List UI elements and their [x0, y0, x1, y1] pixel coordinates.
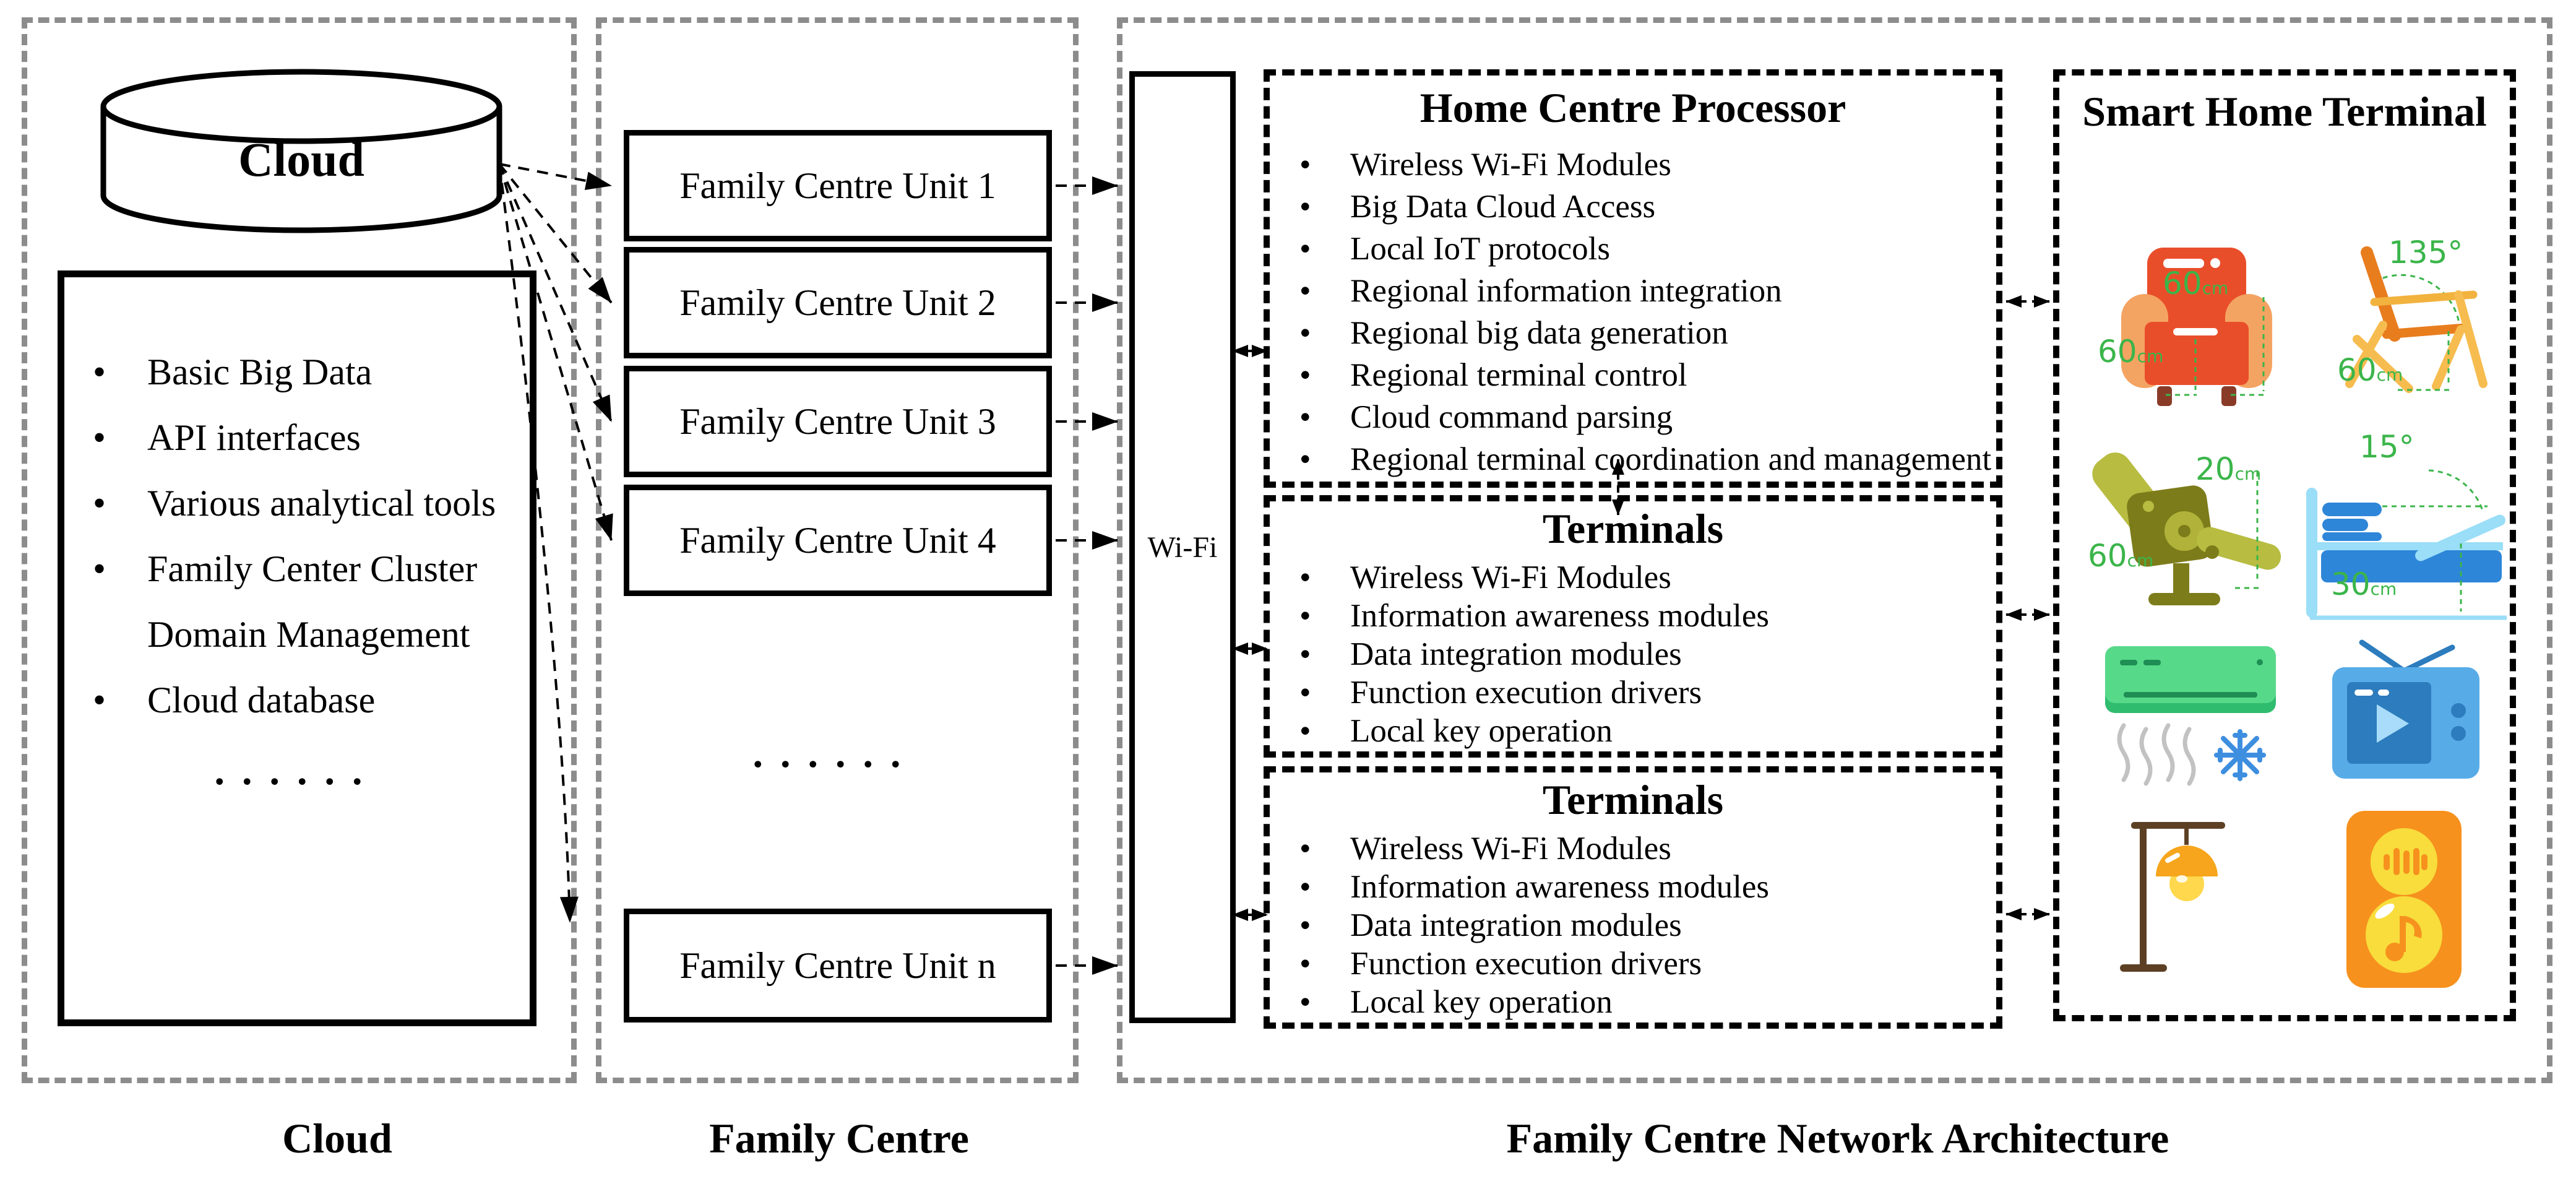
floor-lamp-icon: [2104, 805, 2277, 1003]
list-item: Data integration modules: [1299, 635, 1996, 673]
list-item: Data integration modules: [1299, 906, 1996, 945]
list-item: Cloud command parsing: [1299, 396, 1996, 438]
box-title: Terminals: [1542, 505, 1724, 552]
measurement-label: 15°: [2359, 429, 2414, 465]
list-item: Regional big data generation: [1299, 312, 1996, 354]
smart-home-terminal-box: Smart Home Terminal 60cm 60cm: [2053, 69, 2516, 1021]
unit-label: Family Centre Unit n: [679, 945, 996, 986]
list-item: Information awareness modules: [1299, 868, 1996, 906]
cloud-feature-list: Basic Big Data API interfaces Various an…: [64, 277, 530, 733]
air-conditioner-icon: [2091, 638, 2290, 792]
list-item: Local IoT protocols: [1299, 228, 1996, 270]
unit-label: Family Centre Unit 1: [679, 165, 996, 206]
air-conditioner-graphic: [2105, 646, 2276, 786]
unit-label: Family Centre Unit 2: [679, 282, 996, 323]
unit-label: Family Centre Unit 4: [679, 519, 996, 561]
list-item-continuation: Domain Management: [147, 614, 470, 655]
list-item: Basic Big Data: [93, 339, 530, 405]
box-title: Home Centre Processor: [1419, 84, 1846, 131]
box-title: Smart Home Terminal: [2082, 88, 2487, 135]
home-centre-processor-box: Home Centre Processor Wireless Wi-Fi Mod…: [1264, 69, 2002, 488]
measurement-label: 60cm: [2088, 538, 2154, 574]
armchair-graphic: [2121, 248, 2272, 406]
measurement-label: 60cm: [2337, 352, 2403, 388]
list-item: Function execution drivers: [1299, 673, 1996, 712]
terminals-box-1: Terminals Wireless Wi-Fi Modules Informa…: [1264, 495, 2002, 758]
list-item: Regional information integration: [1299, 270, 1996, 312]
music-speaker-icon: [2320, 805, 2488, 997]
list-item: Family Center Cluster: [93, 536, 530, 602]
list-item: Various analytical tools: [93, 470, 530, 536]
list-item: Cloud database: [93, 667, 530, 733]
ellipsis: ......: [214, 748, 380, 793]
television-icon: [2305, 631, 2503, 798]
list-item: Information awareness modules: [1299, 597, 1996, 635]
recliner-graphic: [2092, 452, 2281, 605]
television-graphic: [2332, 639, 2479, 779]
armchair-icon: 60cm 60cm: [2098, 235, 2290, 427]
list-item: Big Data Cloud Access: [1299, 186, 1996, 228]
family-centre-unit-2: Family Centre Unit 2: [624, 247, 1052, 358]
family-centre-unit-4: Family Centre Unit 4: [624, 485, 1052, 596]
unit-label: Family Centre Unit 3: [679, 400, 996, 442]
measurement-label: 30cm: [2331, 566, 2397, 602]
cloud-cylinder-label: Cloud: [238, 132, 364, 186]
wifi-bridge-box: Wi-Fi: [1129, 71, 1236, 1023]
list-item: Wireless Wi-Fi Modules: [1299, 144, 1996, 186]
measurement-label: 135°: [2389, 235, 2463, 270]
family-centre-unit-1: Family Centre Unit 1: [624, 130, 1052, 241]
ellipsis: ......: [752, 731, 918, 776]
recliner-chair-icon: 20cm 60cm: [2088, 439, 2290, 625]
family-centre-section-box: [596, 17, 1079, 1083]
list-item: Regional terminal coordination and manag…: [1299, 438, 1996, 480]
network-section-label: Family Centre Network Architecture: [1506, 1115, 2169, 1162]
deck-chair-graphic: [2345, 246, 2488, 393]
list-item: Wireless Wi-Fi Modules: [1299, 829, 1996, 868]
bed-graphic: [2306, 469, 2507, 620]
music-speaker-graphic: [2346, 811, 2462, 988]
network-section-box: [1117, 17, 2552, 1083]
music-note-icon: [2385, 916, 2422, 961]
family-centre-unit-n: Family Centre Unit n: [624, 909, 1052, 1023]
wifi-label: Wi-Fi: [1147, 530, 1218, 564]
terminals-feature-list: Wireless Wi-Fi Modules Information aware…: [1270, 558, 1996, 750]
list-item: Function execution drivers: [1299, 945, 1996, 983]
cloud-section-box: [22, 17, 577, 1083]
box-title: Terminals: [1542, 776, 1724, 823]
deck-chair-icon: 135° 60cm: [2305, 235, 2497, 427]
cloud-section-label: Cloud: [282, 1115, 392, 1162]
cloud-feature-box: Basic Big Data API interfaces Various an…: [58, 270, 536, 1026]
snowflake-icon: [2214, 729, 2266, 781]
measurement-label: 60cm: [2163, 266, 2229, 301]
list-item: Local key operation: [1299, 983, 1996, 1021]
terminals-feature-list: Wireless Wi-Fi Modules Information aware…: [1270, 829, 1996, 1021]
list-item: Wireless Wi-Fi Modules: [1299, 558, 1996, 597]
hcp-feature-list: Wireless Wi-Fi Modules Big Data Cloud Ac…: [1270, 144, 1996, 480]
measurement-label: 20cm: [2195, 451, 2262, 487]
measurement-label: 60cm: [2098, 334, 2164, 370]
family-centre-section-label: Family Centre: [709, 1115, 969, 1162]
list-item: Local key operation: [1299, 712, 1996, 750]
adjustable-bed-icon: 15° 30cm: [2299, 429, 2509, 631]
family-centre-unit-3: Family Centre Unit 3: [624, 366, 1052, 477]
speaker-grille: [2384, 848, 2427, 875]
terminals-box-2: Terminals Wireless Wi-Fi Modules Informa…: [1264, 766, 2002, 1029]
floor-lamp-graphic: [2120, 822, 2225, 972]
list-item: Regional terminal control: [1299, 354, 1996, 396]
list-item: API interfaces: [93, 405, 530, 470]
